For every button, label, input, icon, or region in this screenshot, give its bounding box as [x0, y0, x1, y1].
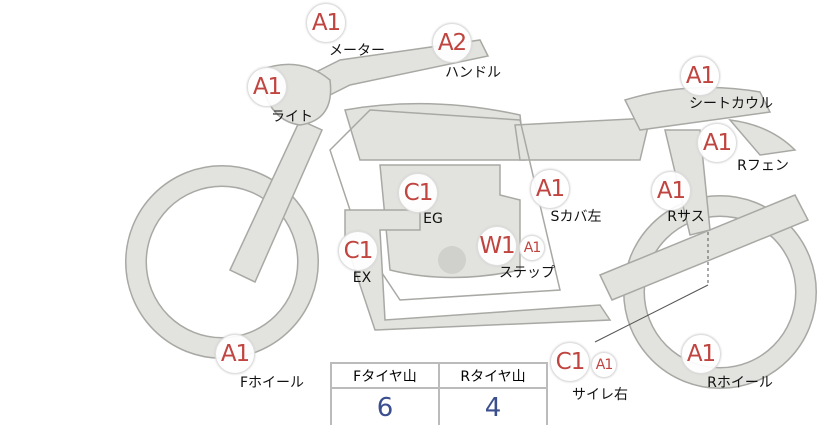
part-label-step: ステップ	[499, 265, 555, 281]
damage-marker-front-wheel[interactable]: A1	[215, 334, 255, 374]
part-label-light: ライト	[271, 109, 313, 125]
damage-marker-side-cover-left[interactable]: A1	[530, 169, 570, 209]
front-tread-header: Fタイヤ山	[330, 362, 440, 389]
fuel-tank	[344, 102, 526, 161]
damage-marker-silencer-right-sub[interactable]: A1	[591, 352, 617, 378]
rear-fender	[728, 119, 797, 156]
rear-tread-value: 4	[438, 387, 548, 425]
damage-marker-exhaust[interactable]: C1	[338, 231, 378, 271]
part-label-handle: ハンドル	[445, 65, 501, 81]
part-label-silencer-right: サイレ右	[572, 387, 628, 403]
front-tread-value: 6	[330, 387, 440, 425]
damage-marker-silencer-right[interactable]: C1	[550, 342, 590, 382]
part-label-meter: メーター	[329, 43, 385, 59]
muffler	[598, 194, 810, 301]
part-label-side-cover-left: Sカバ左	[550, 209, 602, 225]
damage-marker-rear-suspension[interactable]: A1	[651, 171, 691, 211]
damage-marker-handle[interactable]: A2	[432, 23, 472, 63]
part-label-front-wheel: Fホイール	[239, 375, 305, 391]
damage-marker-meter[interactable]: A1	[306, 3, 346, 43]
rear-tread-header: Rタイヤ山	[438, 362, 548, 389]
damage-marker-engine[interactable]: C1	[398, 173, 438, 213]
damage-marker-step[interactable]: W1	[477, 226, 517, 266]
part-label-rear-fender: Rフェン	[737, 158, 789, 174]
damage-marker-rear-fender[interactable]: A1	[697, 123, 737, 163]
part-label-rear-wheel: Rホイール	[707, 375, 773, 391]
front-fork	[229, 119, 323, 284]
tire-tread-table: Fタイヤ山 Rタイヤ山 6 4	[330, 362, 548, 425]
part-label-seat-cowl: シートカウル	[689, 96, 773, 112]
damage-marker-step-sub[interactable]: A1	[519, 235, 545, 261]
damage-marker-seat-cowl[interactable]: A1	[680, 56, 720, 96]
exhaust-pipe	[344, 209, 612, 331]
side-cover	[514, 117, 651, 161]
damage-marker-light[interactable]: A1	[247, 67, 287, 107]
part-label-exhaust: EX	[352, 270, 372, 286]
damage-marker-rear-wheel[interactable]: A1	[681, 334, 721, 374]
part-label-rear-suspension: Rサス	[667, 209, 705, 225]
part-label-engine: EG	[423, 211, 443, 227]
